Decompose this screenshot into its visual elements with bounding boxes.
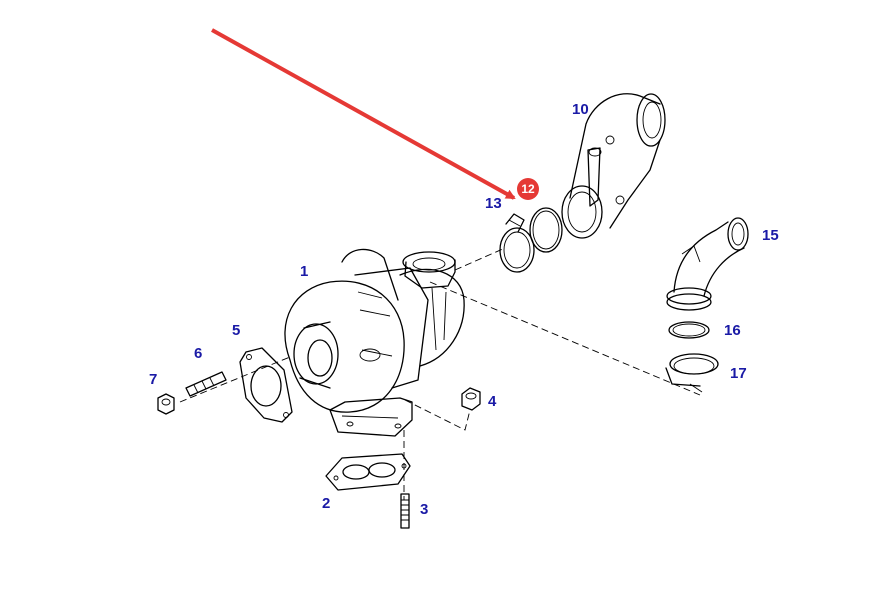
inlet-elbow-drawing [666, 217, 749, 311]
callout-6: 6 [194, 345, 203, 362]
inlet-o-ring-drawing [668, 321, 710, 339]
highlight-arrow [211, 28, 516, 200]
callout-3: 3 [420, 501, 429, 518]
callout-10: 10 [572, 101, 589, 118]
outlet-o-ring-drawing [529, 207, 563, 253]
exhaust-nut-drawing [461, 387, 481, 411]
callout-4: 4 [488, 393, 497, 410]
callout-2: 2 [322, 495, 331, 512]
callout-5: 5 [232, 322, 241, 339]
outlet-elbow-drawing [561, 93, 666, 239]
callout-15: 15 [762, 227, 779, 244]
assembly-lines [179, 247, 701, 500]
callout-1: 1 [300, 263, 309, 280]
callout-12-badge: 12 [517, 178, 539, 200]
callout-7: 7 [149, 371, 158, 388]
exhaust-stud-drawing [400, 493, 410, 529]
turbocharger-drawing [284, 248, 465, 437]
inlet-hose-clamp-drawing [665, 353, 719, 393]
turbine-stud-drawing [185, 371, 227, 397]
callout-16: 16 [724, 322, 741, 339]
turbine-nut-drawing [157, 393, 175, 415]
callout-17: 17 [730, 365, 747, 382]
outlet-v-band-clamp-drawing [499, 213, 535, 273]
callout-13: 13 [485, 195, 502, 212]
exhaust-gasket-drawing [325, 453, 411, 491]
turbine-flange-gasket-drawing [239, 347, 293, 423]
